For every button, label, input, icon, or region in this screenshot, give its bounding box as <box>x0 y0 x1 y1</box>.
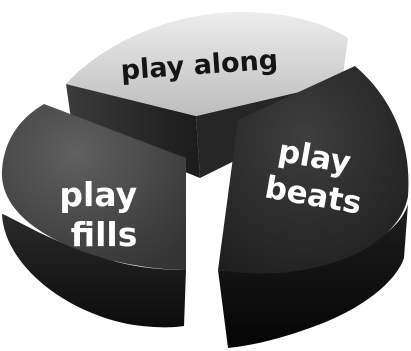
pie-slice-play-fills-label-line2: fills <box>71 215 138 254</box>
pie-slice-play-fills-label: play fills <box>59 175 148 254</box>
pie-slice-play-fills-top <box>1 104 187 270</box>
pie-slice-play-beats: play beats <box>218 66 409 348</box>
pie-slice-play-along-top <box>66 11 348 116</box>
pie-slice-play-beats-side <box>218 204 408 348</box>
pie-slice-play-fills-label-line1: play <box>59 175 137 214</box>
pie-slice-play-fills-side <box>2 214 186 328</box>
pie-slice-play-fills: play fills <box>1 104 187 328</box>
pie-slice-play-beats-top <box>218 66 409 274</box>
